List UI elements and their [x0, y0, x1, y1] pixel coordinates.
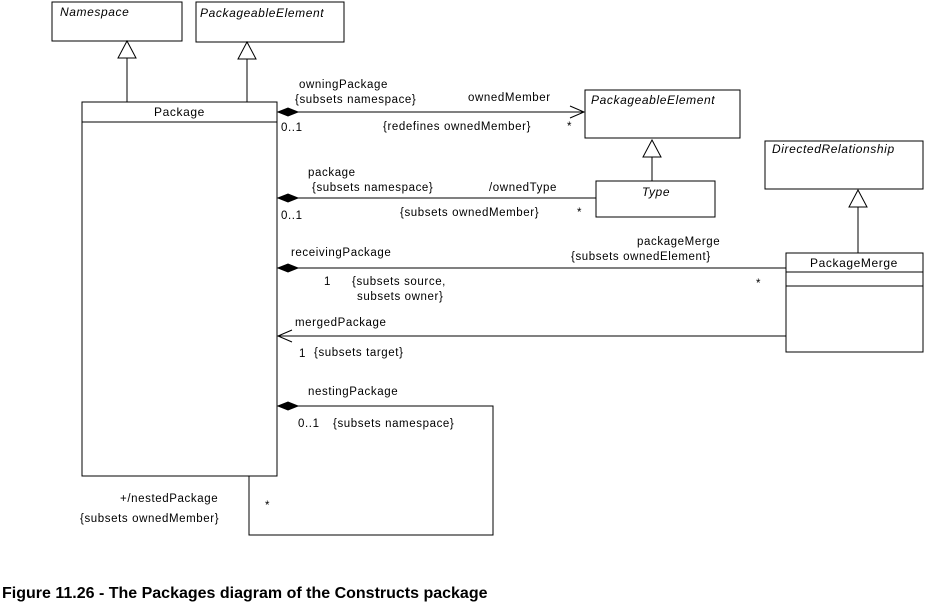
owning-package-multiplicity: 0..1 [281, 122, 303, 134]
association-package-merge: receivingPackage 1 {subsets source, subs… [276, 236, 786, 303]
merged-package-role: mergedPackage [295, 317, 387, 329]
nesting-package-constraint: {subsets namespace} [333, 418, 454, 430]
package-merge-role: packageMerge [637, 236, 720, 248]
class-type-name: Type [642, 185, 670, 199]
class-directed-relationship: DirectedRelationship [764, 140, 924, 190]
class-namespace: Namespace [51, 1, 183, 42]
nested-package-role: +/nestedPackage [120, 493, 218, 505]
receiving-package-role: receivingPackage [291, 247, 391, 259]
package-merge-multiplicity: * [756, 278, 761, 290]
generalization-type-packageable-element [642, 138, 662, 181]
owning-package-role: owningPackage [299, 79, 388, 91]
owned-type-constraint: {subsets ownedMember} [400, 207, 539, 219]
class-packageable-element-top: PackageableElement [195, 1, 345, 43]
class-namespace-name: Namespace [60, 5, 129, 19]
class-directed-relationship-name: DirectedRelationship [772, 142, 895, 156]
association-owned-member: owningPackage {subsets namespace} 0..1 o… [276, 79, 586, 134]
association-owned-type: package {subsets namespace} 0..1 /ownedT… [276, 167, 596, 222]
class-type: Type [595, 180, 716, 218]
nesting-package-role: nestingPackage [308, 386, 398, 398]
package-constraint: {subsets namespace} [312, 182, 433, 194]
owned-member-role: ownedMember [468, 92, 551, 104]
class-package-merge: PackageMerge [785, 252, 924, 353]
association-merged-package: mergedPackage 1 {subsets target} [276, 317, 786, 360]
nested-package-constraint: {subsets ownedMember} [80, 513, 219, 525]
receiving-package-constraint-2: subsets owner} [357, 291, 443, 303]
class-package-name: Package [154, 105, 205, 119]
merged-package-constraint: {subsets target} [314, 347, 404, 359]
association-nested-package: nestingPackage 0..1 {subsets namespace} … [80, 386, 494, 536]
owned-member-multiplicity: * [567, 121, 572, 133]
package-merge-constraint: {subsets ownedElement} [571, 251, 711, 263]
owning-package-constraint: {subsets namespace} [295, 94, 416, 106]
owned-member-constraint: {redefines ownedMember} [383, 121, 531, 133]
receiving-package-multiplicity: 1 [324, 276, 331, 288]
package-multiplicity: 0..1 [281, 210, 303, 222]
class-packageable-element-top-name: PackageableElement [200, 6, 324, 20]
merged-package-multiplicity: 1 [299, 348, 306, 360]
nesting-package-multiplicity: 0..1 [298, 418, 320, 430]
class-package: Package [81, 101, 278, 477]
figure-caption: Figure 11.26 - The Packages diagram of t… [2, 585, 488, 602]
generalization-package-namespace [117, 39, 137, 102]
package-role: package [308, 167, 356, 179]
generalization-package-packageable-element [237, 40, 257, 102]
owned-type-role: /ownedType [489, 182, 557, 194]
generalization-packagemerge-directedrelationship [848, 188, 868, 253]
class-packageable-element-right-name: PackageableElement [591, 93, 715, 107]
nested-package-multiplicity: * [265, 500, 270, 512]
owned-type-multiplicity: * [577, 207, 582, 219]
class-packageable-element-right: PackageableElement [584, 89, 741, 139]
class-package-merge-name: PackageMerge [810, 256, 898, 270]
receiving-package-constraint-1: {subsets source, [352, 276, 446, 288]
